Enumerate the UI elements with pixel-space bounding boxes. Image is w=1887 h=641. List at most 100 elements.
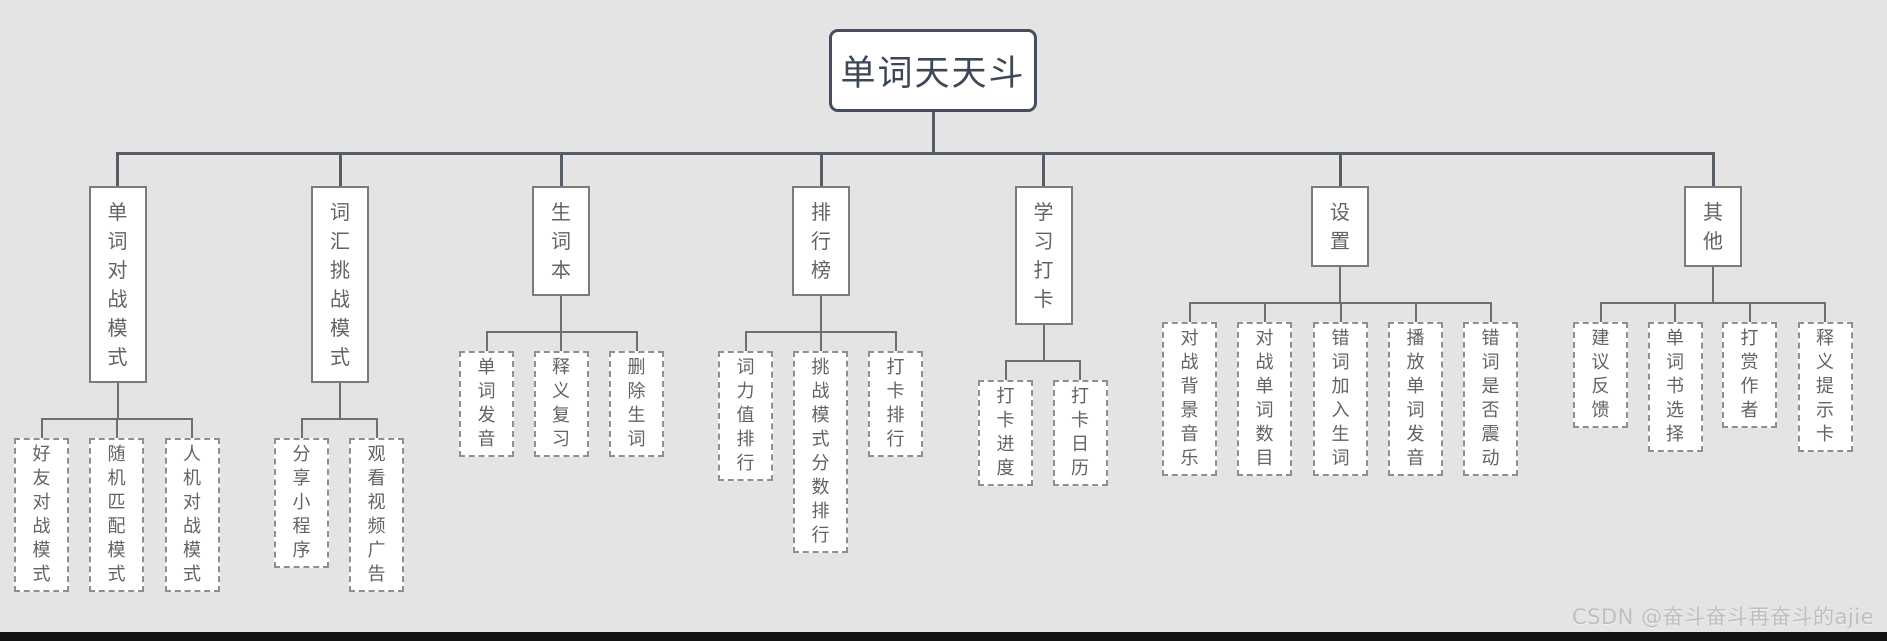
leaf-node-7-4: 释义提示卡 bbox=[1797, 322, 1853, 452]
node-character: 否 bbox=[1481, 400, 1500, 421]
children-rail-line bbox=[744, 331, 897, 333]
node-character: 排 bbox=[886, 405, 905, 426]
leaf-stub-line bbox=[560, 333, 562, 351]
leaf-stub-line bbox=[1263, 304, 1266, 322]
node-character: 人 bbox=[183, 444, 201, 465]
branch-node-7: 其他 bbox=[1684, 186, 1742, 267]
node-character: 建 bbox=[1591, 328, 1610, 349]
node-character: 对 bbox=[32, 492, 51, 513]
node-character: 式 bbox=[107, 344, 128, 369]
leaf-stub-line bbox=[744, 333, 747, 351]
leaf-stub-line bbox=[1489, 304, 1492, 322]
node-character: 序 bbox=[292, 540, 311, 561]
node-character: 战 bbox=[1180, 352, 1199, 373]
leaf-node-7-1: 建议反馈 bbox=[1573, 322, 1628, 428]
node-character: 单 bbox=[1666, 328, 1684, 349]
node-character: 者 bbox=[1740, 400, 1759, 421]
node-character: 数 bbox=[1255, 424, 1274, 445]
leaf-stub-line bbox=[300, 420, 303, 438]
node-character: 战 bbox=[330, 286, 350, 311]
node-character: 对 bbox=[183, 492, 201, 513]
node-character: 力 bbox=[736, 381, 755, 402]
node-character: 战 bbox=[1255, 352, 1274, 373]
node-character: 模 bbox=[330, 315, 350, 340]
leaf-stub-line bbox=[485, 333, 488, 351]
leaf-node-5-1: 打卡进度 bbox=[978, 380, 1033, 486]
node-character: 历 bbox=[1071, 458, 1089, 479]
leaf-stub-line bbox=[894, 333, 897, 351]
leaf-node-6-2: 对战单词数目 bbox=[1237, 322, 1292, 476]
node-character: 日 bbox=[1071, 434, 1089, 455]
node-character: 打 bbox=[1033, 257, 1054, 282]
node-character: 式 bbox=[107, 564, 126, 585]
node-character: 词 bbox=[1331, 352, 1350, 373]
node-character: 词 bbox=[330, 199, 350, 224]
node-character: 卡 bbox=[1033, 286, 1054, 311]
watermark-text: CSDN @奋斗奋斗再奋斗的ajie bbox=[1571, 605, 1874, 629]
leaf-stub-line bbox=[191, 420, 193, 438]
leaf-stub-line bbox=[635, 333, 638, 351]
leaf-stub-line bbox=[1674, 304, 1676, 322]
node-character: 匹 bbox=[107, 492, 126, 513]
node-character: 随 bbox=[107, 444, 126, 465]
root-stem-line bbox=[932, 112, 935, 152]
node-character: 选 bbox=[1666, 400, 1684, 421]
node-character: 排 bbox=[811, 199, 831, 224]
node-character: 模 bbox=[107, 540, 126, 561]
leaf-node-3-2: 释义复习 bbox=[533, 351, 589, 457]
node-character: 词 bbox=[1331, 448, 1350, 469]
node-character: 视 bbox=[367, 492, 386, 513]
node-character: 是 bbox=[1481, 376, 1500, 397]
node-character: 发 bbox=[1406, 424, 1425, 445]
node-character: 示 bbox=[1816, 400, 1834, 421]
node-character: 式 bbox=[330, 344, 350, 369]
node-character: 反 bbox=[1591, 376, 1610, 397]
node-character: 打 bbox=[1740, 328, 1759, 349]
node-character: 加 bbox=[1331, 376, 1350, 397]
leaf-stub-line bbox=[1748, 304, 1751, 322]
root-node: 单词天天斗 bbox=[829, 29, 1037, 112]
node-character: 进 bbox=[996, 434, 1015, 455]
branch-node-6: 设置 bbox=[1311, 186, 1369, 267]
node-character: 单 bbox=[1255, 376, 1274, 397]
leaf-node-1-2: 随机匹配模式 bbox=[89, 438, 144, 592]
branch-stub-line bbox=[116, 155, 119, 186]
node-character: 生 bbox=[627, 405, 646, 426]
node-character: 卡 bbox=[996, 410, 1015, 431]
node-character: 生 bbox=[551, 199, 571, 224]
children-rail-line bbox=[1188, 302, 1492, 304]
node-character: 释 bbox=[552, 357, 570, 378]
leaf-stub-line bbox=[115, 420, 118, 438]
node-character: 词 bbox=[477, 381, 496, 402]
node-character: 广 bbox=[367, 540, 386, 561]
node-character: 观 bbox=[367, 444, 386, 465]
node-character: 词 bbox=[1406, 400, 1425, 421]
branch-node-5: 学习打卡 bbox=[1014, 186, 1073, 325]
branch-stub-line bbox=[1711, 155, 1715, 186]
node-character: 行 bbox=[886, 429, 905, 450]
node-character: 模 bbox=[811, 405, 830, 426]
node-character: 配 bbox=[107, 516, 126, 537]
node-character: 卡 bbox=[1071, 410, 1089, 431]
node-character: 值 bbox=[736, 405, 755, 426]
branch-down-line bbox=[1339, 267, 1341, 302]
children-rail-line bbox=[1004, 360, 1081, 362]
node-character: 词 bbox=[1666, 352, 1684, 373]
node-character: 馈 bbox=[1591, 400, 1610, 421]
node-character: 排 bbox=[736, 429, 755, 450]
node-character: 设 bbox=[1330, 199, 1350, 224]
node-character: 友 bbox=[32, 468, 51, 489]
branch-node-2: 词汇挑战模式 bbox=[311, 186, 369, 383]
node-character: 释 bbox=[1816, 328, 1834, 349]
node-character: 小 bbox=[292, 492, 311, 513]
leaf-node-4-2: 挑战模式分数排行 bbox=[793, 351, 848, 553]
node-character: 提 bbox=[1816, 376, 1834, 397]
node-character: 义 bbox=[1816, 352, 1834, 373]
node-character: 音 bbox=[1406, 448, 1425, 469]
node-character: 打 bbox=[996, 386, 1015, 407]
node-character: 频 bbox=[367, 516, 386, 537]
node-character: 机 bbox=[183, 468, 201, 489]
node-character: 词 bbox=[1481, 352, 1500, 373]
leaf-node-6-3: 错词加入生词 bbox=[1313, 322, 1368, 476]
